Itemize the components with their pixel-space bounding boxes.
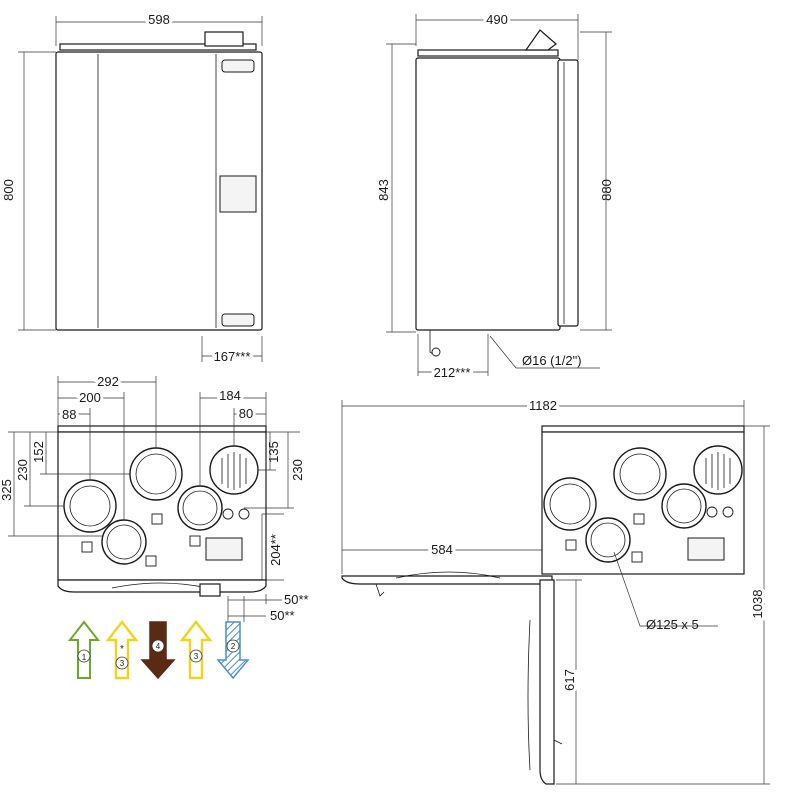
top-opening-3 [101, 519, 147, 565]
top-view: 292 200 88 184 80 325 230 152 135 230 [0, 371, 309, 623]
duct-diameter-label: Ø125 x 5 [646, 617, 699, 632]
door-height-label: 617 [562, 669, 577, 691]
arrow-4: 3 [179, 620, 213, 680]
pipe-diameter-label: Ø16 (1/2") [522, 353, 582, 368]
arrow-5: 2 [216, 621, 250, 680]
side-view: 490 843 880 212*** Ø16 (1/2") [376, 9, 614, 383]
arrow-1: 1 [67, 620, 101, 679]
top-opening-2 [129, 447, 183, 501]
front-width-label: 598 [148, 12, 170, 27]
airflow-arrows: 1 * 3 4 3 2 [67, 620, 250, 680]
arrow-4-number: 3 [194, 652, 199, 661]
arrow-2-mark: * [120, 644, 124, 655]
open-height-label: 1038 [750, 590, 765, 619]
dim-230-left-label: 230 [15, 459, 30, 481]
front-height-label: 800 [1, 179, 16, 201]
open-width-label: 1182 [529, 398, 557, 413]
side-height-843-label: 843 [376, 179, 391, 201]
top-opening-4 [177, 485, 223, 531]
top-opening-1 [63, 479, 117, 533]
dim-292-label: 292 [97, 374, 119, 389]
arrow-5-number: 2 [231, 642, 236, 651]
dim-50-a-label: 50** [284, 592, 309, 607]
side-height-880-label: 880 [599, 179, 614, 201]
dim-325-label: 325 [0, 479, 14, 501]
dim-50-b-label: 50** [270, 608, 295, 623]
open-view: 1182 584 1038 617 Ø125 x 5 [341, 395, 770, 785]
dim-184-label: 184 [219, 388, 241, 403]
dim-80-label: 80 [239, 406, 253, 421]
arrow-2-number: 3 [120, 659, 125, 668]
door-width-label: 584 [431, 542, 453, 557]
arrow-3: 4 [140, 621, 176, 680]
dim-152-label: 152 [31, 441, 46, 463]
dim-88-label: 88 [62, 407, 76, 422]
arrow-3-number: 4 [156, 642, 161, 651]
dim-135-label: 135 [266, 441, 281, 463]
side-bottom-offset-label: 212*** [434, 365, 471, 380]
side-width-label: 490 [486, 12, 508, 27]
dim-204-label: 204** [268, 534, 283, 566]
dim-200-label: 200 [79, 390, 101, 405]
dim-230-right-label: 230 [290, 459, 305, 481]
arrow-1-number: 1 [82, 653, 87, 662]
arrow-2: * 3 [105, 620, 139, 680]
front-view: 598 800 167*** [1, 9, 263, 367]
front-bottom-offset-label: 167*** [214, 349, 251, 364]
